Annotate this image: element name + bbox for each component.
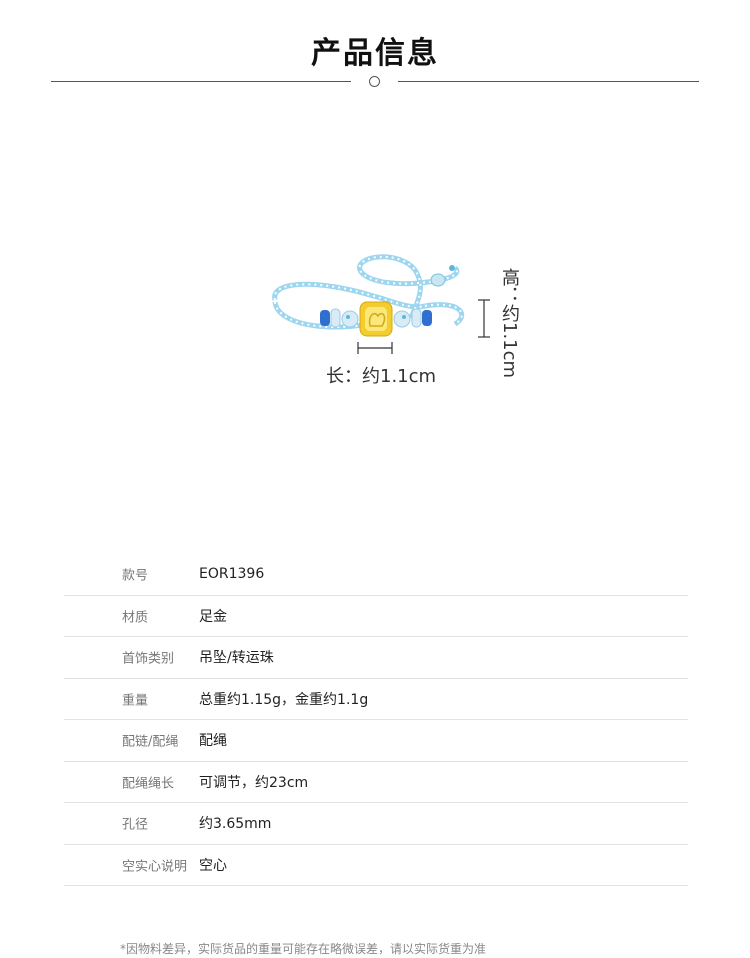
height-label: 高：约1.1cm — [499, 268, 520, 379]
title-divider-circle-icon — [369, 76, 380, 87]
spec-value: 吊坠/转运珠 — [199, 650, 274, 667]
page-title: 产品信息 — [311, 36, 439, 71]
spec-key: 空实心说明 — [122, 859, 188, 875]
spec-row-weight: 重量 总重约1.15g，金重约1.1g — [64, 679, 688, 720]
length-label: 长：约1.1cm — [326, 366, 437, 387]
spec-row-material: 材质 足金 — [64, 596, 688, 637]
length-dimension-marker — [357, 342, 393, 354]
spec-value: 总重约1.15g，金重约1.1g — [199, 691, 369, 708]
spec-key: 配绳绳长 — [122, 776, 175, 792]
gold-charm — [359, 301, 393, 337]
product-image — [272, 254, 490, 354]
spec-value: 配绳 — [199, 733, 227, 750]
title-divider-left — [51, 81, 351, 82]
spec-row-chain-cord: 配链/配绳 配绳 — [64, 720, 688, 762]
spec-value: 约3.65mm — [199, 816, 272, 833]
spec-row-cord-length: 配绳绳长 可调节，约23cm — [64, 762, 688, 803]
spec-table: 款号 EOR1396 材质 足金 首饰类别 吊坠/转运珠 重量 总重约1.15g… — [64, 554, 688, 886]
spec-key: 孔径 — [122, 817, 149, 833]
spec-key: 款号 — [122, 568, 149, 584]
spec-row-style-number: 款号 EOR1396 — [64, 554, 688, 596]
spec-value: EOR1396 — [199, 566, 265, 583]
spec-row-hollow-solid: 空实心说明 空心 — [64, 845, 688, 886]
disclaimer-note: *因物料差异，实际货品的重量可能存在略微误差，请以实际货重为准 — [120, 942, 487, 956]
spec-key: 首饰类别 — [122, 651, 175, 667]
spec-key: 配链/配绳 — [122, 734, 179, 750]
spec-row-hole-diameter: 孔径 约3.65mm — [64, 803, 688, 845]
spec-value: 可调节，约23cm — [199, 774, 309, 791]
title-divider-right — [398, 81, 699, 82]
spec-row-jewelry-category: 首饰类别 吊坠/转运珠 — [64, 637, 688, 679]
height-dimension-marker — [478, 299, 490, 338]
spec-value: 空心 — [199, 857, 227, 874]
spec-key: 材质 — [122, 610, 149, 626]
bracelet-beads — [320, 308, 432, 328]
spec-key: 重量 — [122, 693, 149, 709]
spec-value: 足金 — [199, 608, 227, 625]
